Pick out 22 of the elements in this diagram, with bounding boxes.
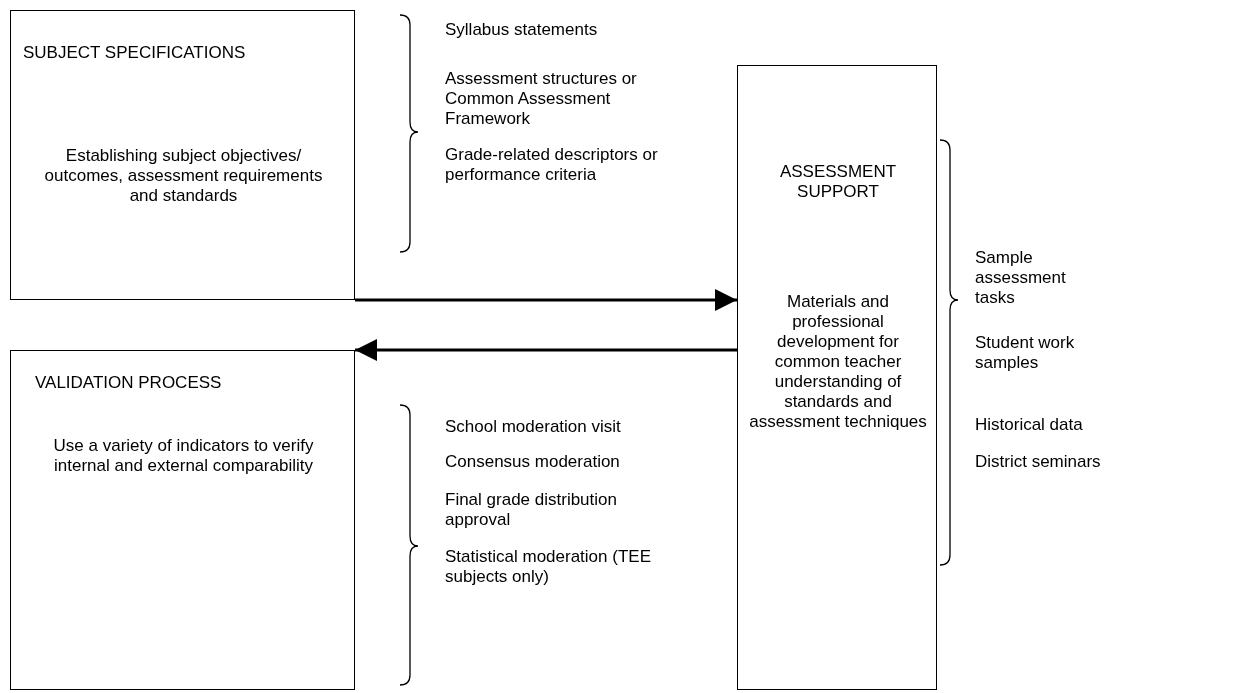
arrow [355,289,737,311]
box-title: SUBJECT SPECIFICATIONS [23,43,247,63]
box-description: Use a variety of indicators to verify internal and external comparability [52,436,315,476]
box-title: ASSESSMENT SUPPORT [778,162,898,202]
list-item: Student work samples [975,333,1076,373]
list-item: Sample assessment tasks [975,248,1067,308]
process-box [10,10,355,300]
list-item: School moderation visit [445,417,622,437]
list-item: Grade-related descriptors or performance criteria [445,145,659,185]
list-item: Final grade distribution approval [445,490,618,530]
process-box [10,350,355,690]
box-description: Materials and professional development for common teacher understanding of standards and assessment techniques [748,292,928,432]
list-item: Consensus moderation [445,452,621,472]
process-box [737,65,937,690]
list-item: Syllabus statements [445,20,599,40]
list-item: Statistical moderation (TEE subjects only) [445,547,652,587]
box-description: Establishing subject objectives/ outcomes, assessment requirements and standards [43,146,324,206]
list-item: District seminars [975,452,1102,472]
list-item: Assessment structures or Common Assessment Framework [445,69,638,129]
arrow [355,339,737,361]
list-item: Historical data [975,415,1084,435]
box-title: VALIDATION PROCESS [35,373,223,393]
